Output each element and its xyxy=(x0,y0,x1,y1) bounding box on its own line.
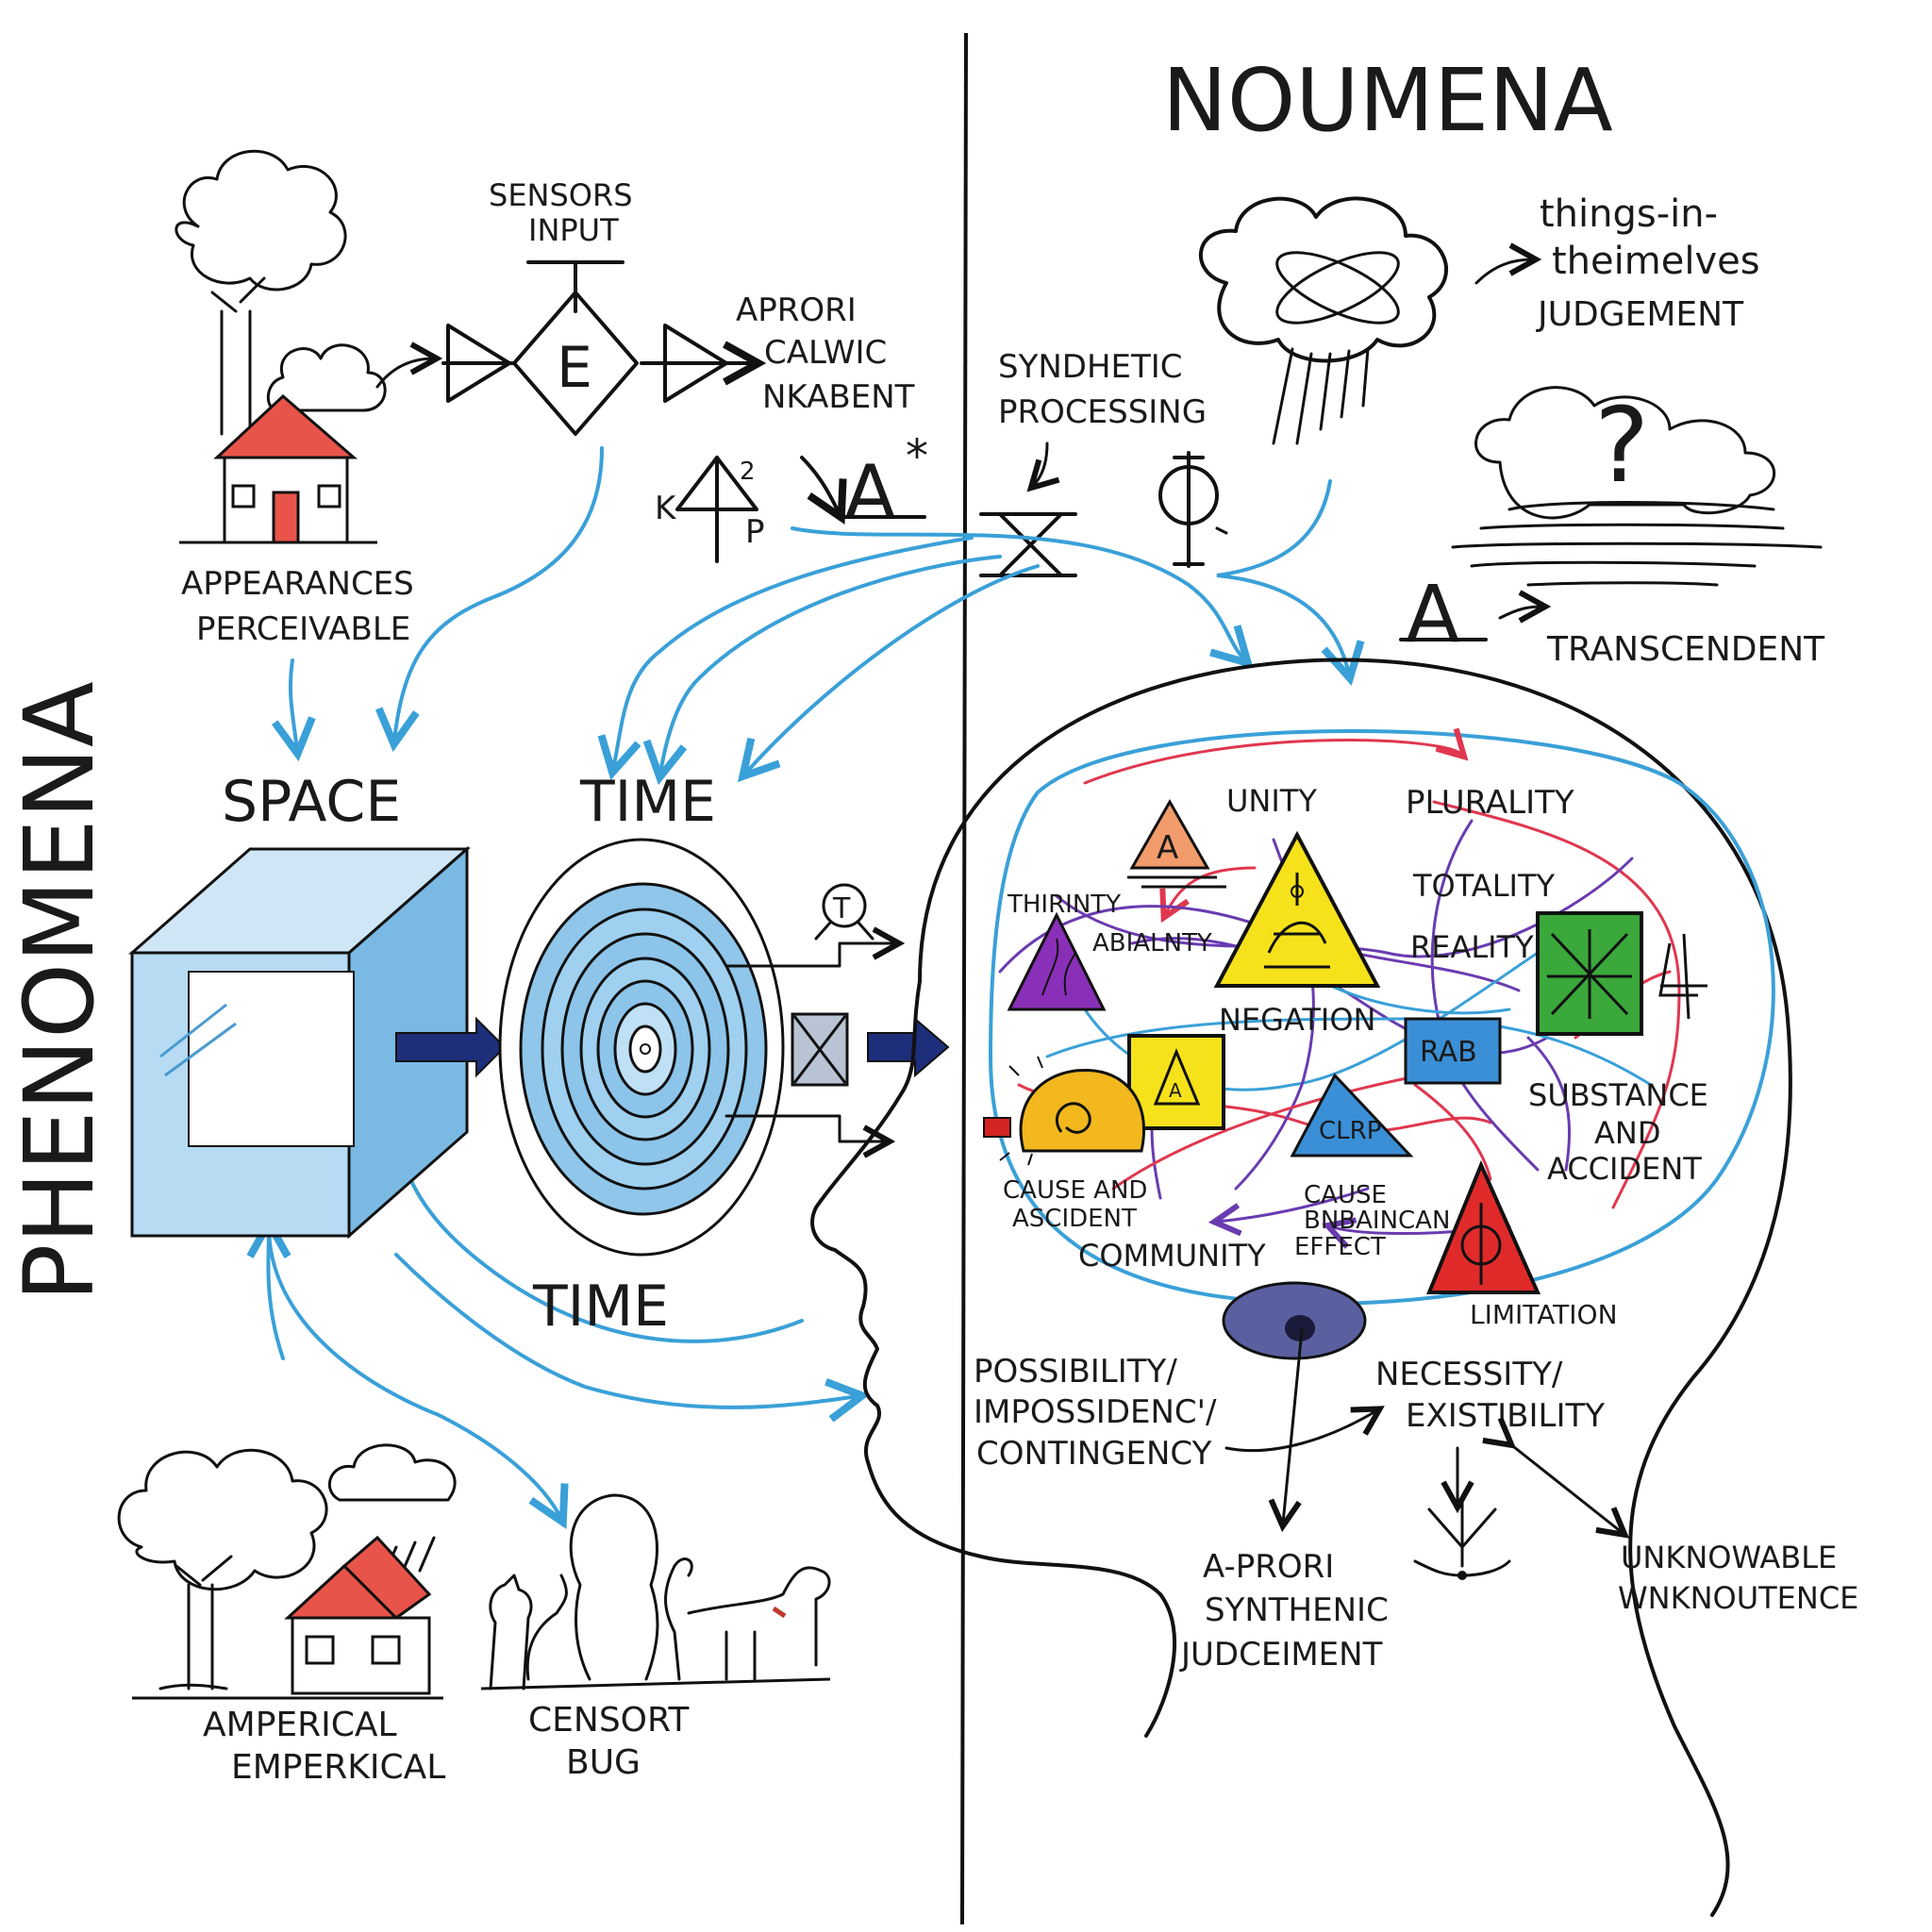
unknowable-label-2: WNKNOUTENCE xyxy=(1618,1580,1858,1616)
appearances-label-2: PERCEIVABLE xyxy=(196,610,410,648)
center-divider xyxy=(960,32,968,1925)
blue-flow-arrows xyxy=(268,446,1349,1519)
limitation-label: LIMITATION xyxy=(1470,1299,1618,1330)
apriori-synthetic-label-1: A-PRORI xyxy=(1203,1548,1334,1586)
reality-label: REALITY xyxy=(1410,929,1534,965)
appearances-label-1: APPEARANCES xyxy=(181,565,414,603)
negation-label: NEGATION xyxy=(1219,1002,1375,1038)
brain-region-outline xyxy=(988,729,1775,1306)
storm-cloud-icon xyxy=(1199,196,1448,445)
time-to-head-arrow xyxy=(867,1016,950,1078)
house-to-sensor-arrow xyxy=(375,358,434,389)
empirical-label-2: EMPERKICAL xyxy=(231,1748,445,1787)
yellow-snail-icon xyxy=(983,1056,1146,1166)
substance-label-2: AND xyxy=(1594,1115,1660,1151)
space-cube-icon xyxy=(128,845,471,1240)
e-symbol: E xyxy=(557,335,592,401)
svg-text:A: A xyxy=(1406,568,1459,660)
plurality-label: PLURALITY xyxy=(1406,784,1574,822)
censort-label-1: CENSORT xyxy=(528,1701,690,1740)
orange-triangle-icon: A xyxy=(1127,798,1226,889)
yellow-triangle-icon xyxy=(1213,830,1381,988)
things-label-1: things-in- xyxy=(1540,192,1718,236)
apriori-label-2: CALWIC xyxy=(764,334,887,372)
synthetic-label-1: SYNDHETIC xyxy=(998,348,1183,386)
svg-text:CLRP: CLRP xyxy=(1319,1117,1381,1145)
spiral-bottom-arrow xyxy=(724,1114,887,1141)
censort-label-2: BUG xyxy=(566,1743,641,1782)
svg-text:A: A xyxy=(1157,829,1178,867)
svg-text:K: K xyxy=(655,490,677,527)
totality-label: TOTALITY xyxy=(1412,868,1556,904)
necessity-label-2: EXISTIBILITY xyxy=(1406,1397,1605,1435)
empirical-label-1: AMPERICAL xyxy=(203,1706,397,1744)
green-square-icon xyxy=(1536,911,1643,1036)
noumena-title: NOUMENA xyxy=(1162,50,1613,151)
purple-triangle-icon xyxy=(1007,911,1107,1011)
cause-accident-label-2: ASCIDENT xyxy=(1012,1205,1137,1233)
possibility-label-1: POSSIBILITY/ xyxy=(974,1353,1177,1391)
svg-text:A: A xyxy=(1169,1079,1182,1102)
t-symbol-icon: T xyxy=(814,883,874,941)
sensors-input-label-1: SENSORS xyxy=(489,177,633,213)
kp-symbol-icon: K 2 P xyxy=(655,456,765,563)
question-cloud-icon xyxy=(1451,386,1823,587)
red-triangle-icon xyxy=(1426,1159,1541,1294)
cause-accident-label-1: CAUSE AND xyxy=(1003,1176,1147,1205)
tree-house-icon xyxy=(175,149,387,544)
synthetic-label-2: PROCESSING xyxy=(998,393,1207,431)
transcendent-label: TRANSCENDENT xyxy=(1546,630,1825,669)
cause-effect-label-3: EFFECT xyxy=(1294,1233,1386,1261)
phenomena-title: PHENOMENA xyxy=(4,681,116,1302)
cause-effect-label-2: BNBAINCAN xyxy=(1304,1207,1450,1235)
phi-symbol-icon xyxy=(1158,451,1228,568)
sensors-input-label-2: INPUT xyxy=(528,212,619,248)
possibility-label-2: IMPOSSIDENC'/ xyxy=(974,1393,1217,1431)
time-bottom-label: TIME xyxy=(532,1274,669,1340)
svg-text:*: * xyxy=(906,430,928,483)
svg-text:RAB: RAB xyxy=(1420,1036,1477,1069)
apriori-label-1: APRORI xyxy=(736,291,857,329)
apriori-synthetic-label-2: SYNTHENIC xyxy=(1205,1591,1389,1629)
blue-rab-box: RAB xyxy=(1404,1017,1502,1085)
hourglass-small-icon xyxy=(791,1012,849,1087)
apriori-synthetic-label-3: JUDCEIMENT xyxy=(1179,1636,1383,1674)
k-scale-icon xyxy=(1413,1498,1511,1580)
cube-to-time-arrow xyxy=(395,1016,507,1078)
apriori-label-3: NKABENT xyxy=(762,378,915,416)
svg-text:2: 2 xyxy=(740,458,756,486)
blue-triangle-icon: CLRP xyxy=(1290,1073,1414,1158)
head-profile-outline xyxy=(810,658,1792,1917)
things-label-3: JUDGEMENT xyxy=(1536,295,1744,334)
animals-icon xyxy=(480,1493,831,1690)
bottom-tree-house-icon xyxy=(117,1443,457,1700)
time-spiral-icon xyxy=(498,838,785,1257)
svg-text:A: A xyxy=(844,449,896,537)
sensor-chain-icon: E xyxy=(441,260,755,436)
unity-label: UNITY xyxy=(1226,783,1317,819)
thirinty-label: THIRINTY xyxy=(1007,891,1121,919)
spiral-top-arrow xyxy=(724,943,896,968)
unknowable-label-1: UNKNOWABLE xyxy=(1621,1540,1837,1575)
possibility-label-3: CONTINGENCY xyxy=(976,1435,1212,1473)
a-transcendent-icon: A xyxy=(1399,568,1542,660)
yellow-square-icon: A xyxy=(1127,1034,1225,1130)
space-label: SPACE xyxy=(222,769,401,835)
time-top-label: TIME xyxy=(579,769,716,835)
abialnty-label: ABIALNTY xyxy=(1092,929,1212,958)
question-mark: ? xyxy=(1594,385,1649,506)
substance-label-1: SUBSTANCE xyxy=(1528,1077,1708,1113)
navy-oval-icon xyxy=(1222,1281,1367,1360)
necessity-label-1: NECESSITY/ xyxy=(1375,1356,1563,1393)
svg-text:T: T xyxy=(832,892,851,925)
a-star-symbol-icon: A * xyxy=(800,430,928,537)
hourglass-icon xyxy=(979,512,1077,577)
four-symbol-icon xyxy=(1658,933,1707,1020)
cause-effect-label-1: CAUSE xyxy=(1304,1181,1387,1209)
things-label-2: theimelves xyxy=(1552,240,1760,283)
svg-text:P: P xyxy=(745,513,765,551)
substance-label-3: ACCIDENT xyxy=(1547,1151,1702,1187)
community-label: COMMUNITY xyxy=(1078,1238,1266,1274)
